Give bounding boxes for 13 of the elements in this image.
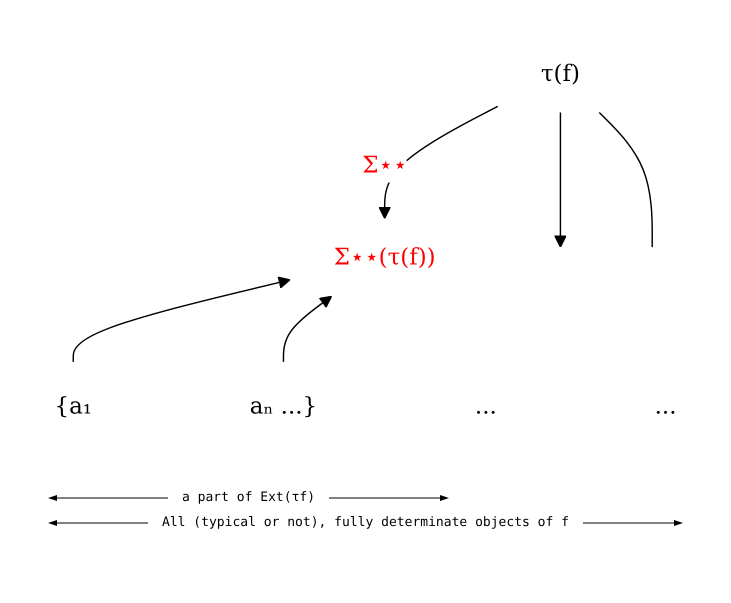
- arrow: [72, 276, 291, 362]
- node-text: ...: [474, 392, 497, 420]
- note-text: All (typical or not), fully determinate objects of f: [162, 515, 569, 530]
- node-text: {a₁: [54, 392, 92, 420]
- node-text: ...: [654, 392, 676, 420]
- arrow: [554, 112, 567, 248]
- edge-label: Σ⋆⋆: [362, 151, 408, 178]
- node-text: τ(f): [540, 59, 580, 87]
- note-text: a part of Ext(τf): [182, 490, 316, 505]
- connector: [598, 112, 653, 248]
- node-text: Σ⋆⋆(τ(f)): [334, 242, 436, 270]
- node-text: aₙ ...}: [250, 392, 318, 420]
- arrow: [282, 296, 332, 362]
